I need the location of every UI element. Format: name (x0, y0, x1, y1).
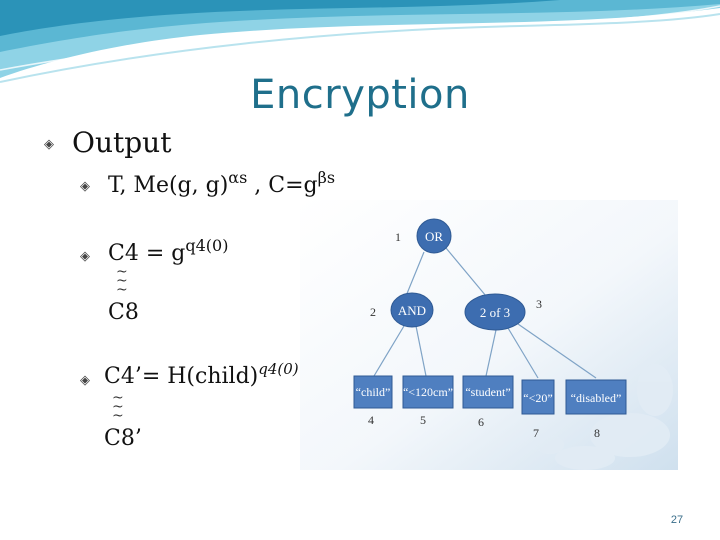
range-mark: ~ (116, 286, 128, 295)
diamond-bullet-icon: ◈ (80, 180, 90, 193)
slide-title: Encryption (0, 72, 720, 118)
node-number: 7 (533, 426, 539, 440)
node-and-label: AND (398, 303, 426, 318)
leaf-child-label: “child” (356, 385, 391, 399)
node-number: 6 (478, 415, 484, 429)
node-number: 2 (370, 305, 376, 319)
bullet-ciphertext-components: T, Me(g, g)αs , C=gβs (108, 168, 335, 198)
c4-prefix: C4 = g (108, 241, 185, 266)
leaf-height-label: “<120cm” (403, 385, 453, 399)
access-tree-diagram: OR AND 2 of 3 “child” “<120cm” “student”… (300, 200, 678, 470)
node-or: OR (417, 219, 451, 253)
node-number: 3 (536, 297, 542, 311)
leaf-disabled-label: “disabled” (571, 391, 622, 405)
ciphertext-c: , C=g (247, 173, 317, 198)
diamond-bullet-icon: ◈ (44, 138, 54, 151)
diamond-bullet-icon: ◈ (80, 250, 90, 263)
node-threshold: 2 of 3 (465, 294, 525, 330)
node-and: AND (391, 293, 433, 327)
q4-italic-exponent: q4(0) (258, 360, 298, 378)
bullet-c4-formula: C4 = gq4(0) (108, 236, 228, 266)
node-or-label: OR (425, 229, 443, 244)
node-number: 8 (594, 426, 600, 440)
node-number: 1 (395, 230, 401, 244)
bullet-c4-prime-formula: C4’= H(child)q4(0) (104, 360, 299, 389)
node-threshold-label: 2 of 3 (480, 305, 510, 320)
page-number: 27 (662, 514, 692, 526)
alpha-s-exponent: αs (228, 168, 247, 187)
leaf-student-label: “student” (465, 385, 510, 399)
diamond-bullet-icon: ◈ (80, 374, 90, 387)
beta-s-exponent: βs (318, 168, 335, 187)
node-number: 4 (368, 413, 374, 427)
leaf-age-label: “<20” (523, 391, 552, 405)
c8-label: C8 (108, 300, 139, 325)
c4-prime-prefix: C4’= H(child) (104, 364, 258, 389)
q4-exponent: q4(0) (185, 236, 228, 255)
bullet-output: Output (72, 126, 171, 159)
c8-prime-label: C8’ (104, 426, 142, 451)
node-number: 5 (420, 413, 426, 427)
ciphertext-prefix: T, Me(g, g) (108, 173, 228, 198)
range-mark: ~ (112, 412, 124, 421)
